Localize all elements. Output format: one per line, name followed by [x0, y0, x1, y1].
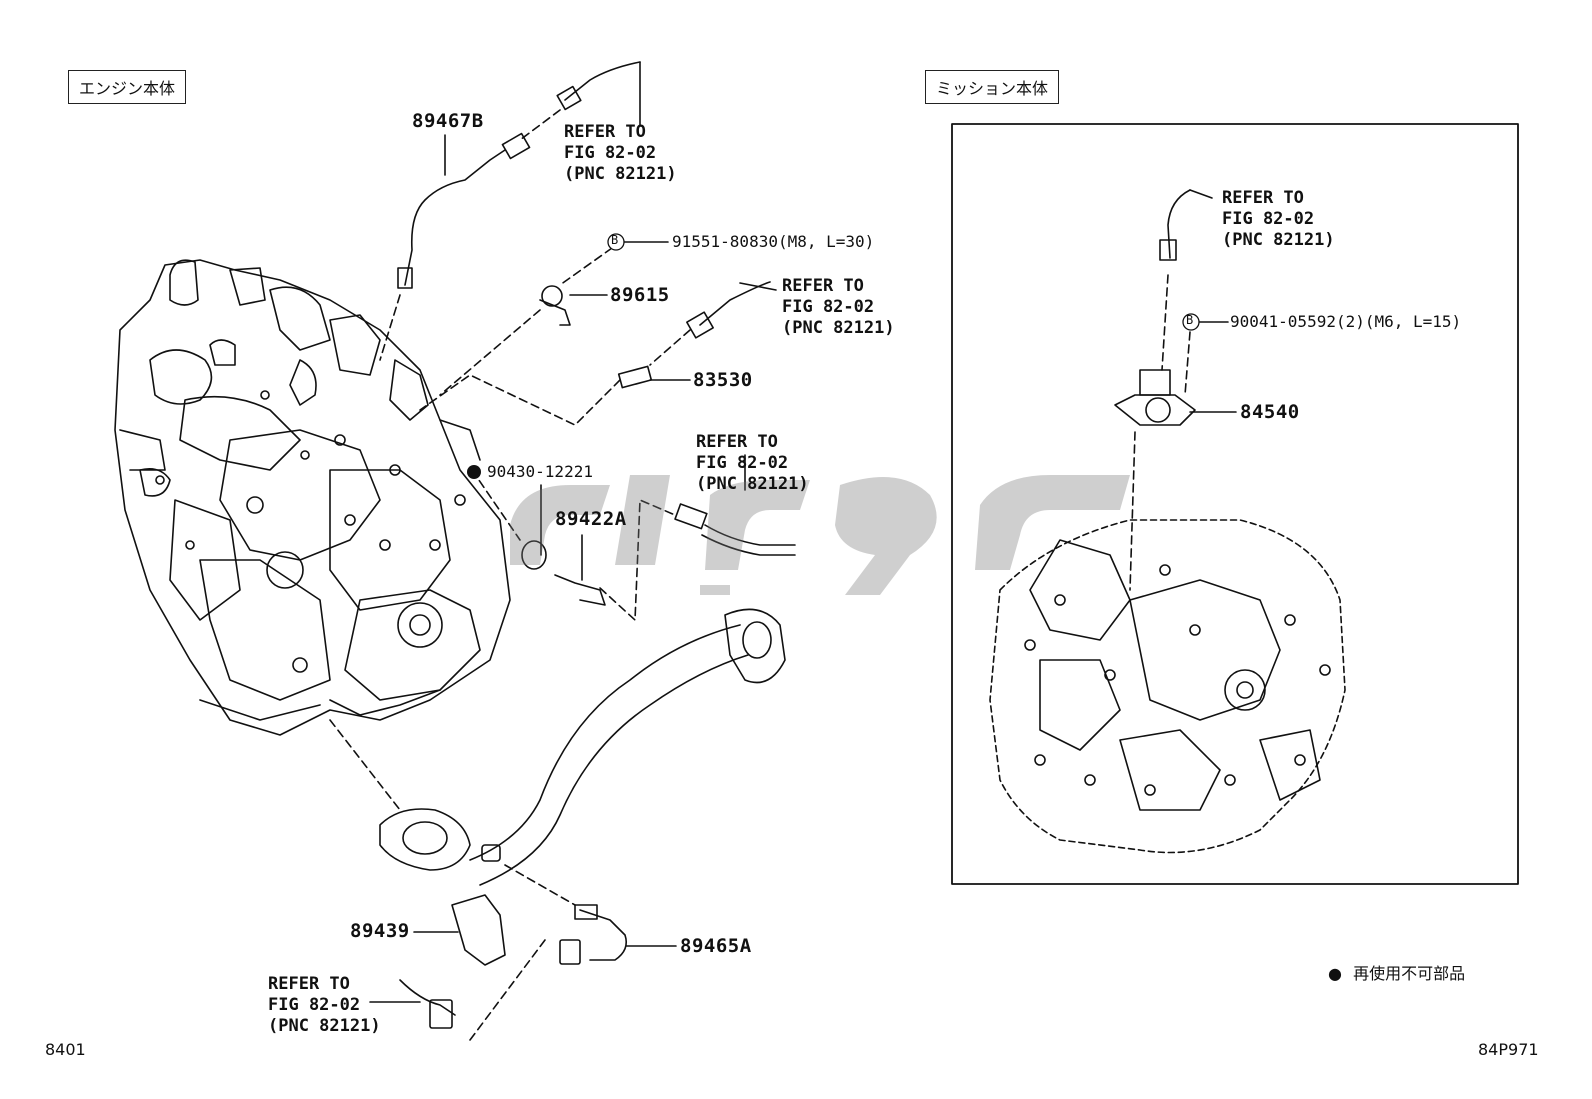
legend: ● 再使用不可部品 [1328, 960, 1465, 984]
legend-symbol: ● [1328, 964, 1342, 983]
oxygen-sensor-89465a [399, 904, 628, 1029]
knock-sensor-89615 [539, 285, 571, 326]
leader-lines [369, 61, 1237, 1003]
bolt-marker-label-91551: B [611, 233, 619, 247]
bolt-marker-90041 [1182, 313, 1200, 331]
non-reusable-marker [467, 465, 481, 479]
bolt-label-90041: 90041-05592(2)(M6, L=15) [1230, 312, 1462, 331]
part-label-89422a: 89422A [555, 508, 627, 530]
watermark-logo [510, 475, 1130, 595]
transmission-frame [951, 123, 1519, 885]
sensor-83530 [617, 281, 771, 389]
part-label-83530: 83530 [693, 369, 753, 391]
bracket-89439 [451, 894, 506, 966]
part-label-89467b: 89467B [412, 110, 484, 132]
assembly-lines [329, 109, 1191, 1041]
sensor-84540 [1114, 189, 1196, 426]
footer-right-code: 84P971 [1478, 1040, 1539, 1059]
transmission-drawing [989, 519, 1346, 854]
engine-block-drawing [114, 259, 511, 736]
bolt-marker-label-90041: B [1186, 313, 1194, 327]
oxygen-sensor-89467b [397, 61, 641, 289]
sensor-89422a [521, 503, 796, 606]
engine-section-label: エンジン本体 [68, 70, 187, 104]
transmission-section-label: ミッション本体 [925, 70, 1060, 104]
part-label-89465a: 89465A [680, 935, 752, 957]
footer-left-code: 8401 [45, 1040, 86, 1059]
part-label-89439: 89439 [350, 920, 410, 942]
part-label-84540: 84540 [1240, 401, 1300, 423]
part-label-89615: 89615 [610, 284, 670, 306]
gasket-label-90430: 90430-12221 [487, 462, 593, 481]
legend-text: 再使用不可部品 [1353, 964, 1466, 983]
bolt-label-91551: 91551-80830(M8, L=30) [672, 232, 875, 251]
bolt-marker-91551 [607, 233, 625, 251]
exhaust-pipe-drawing [379, 608, 786, 886]
